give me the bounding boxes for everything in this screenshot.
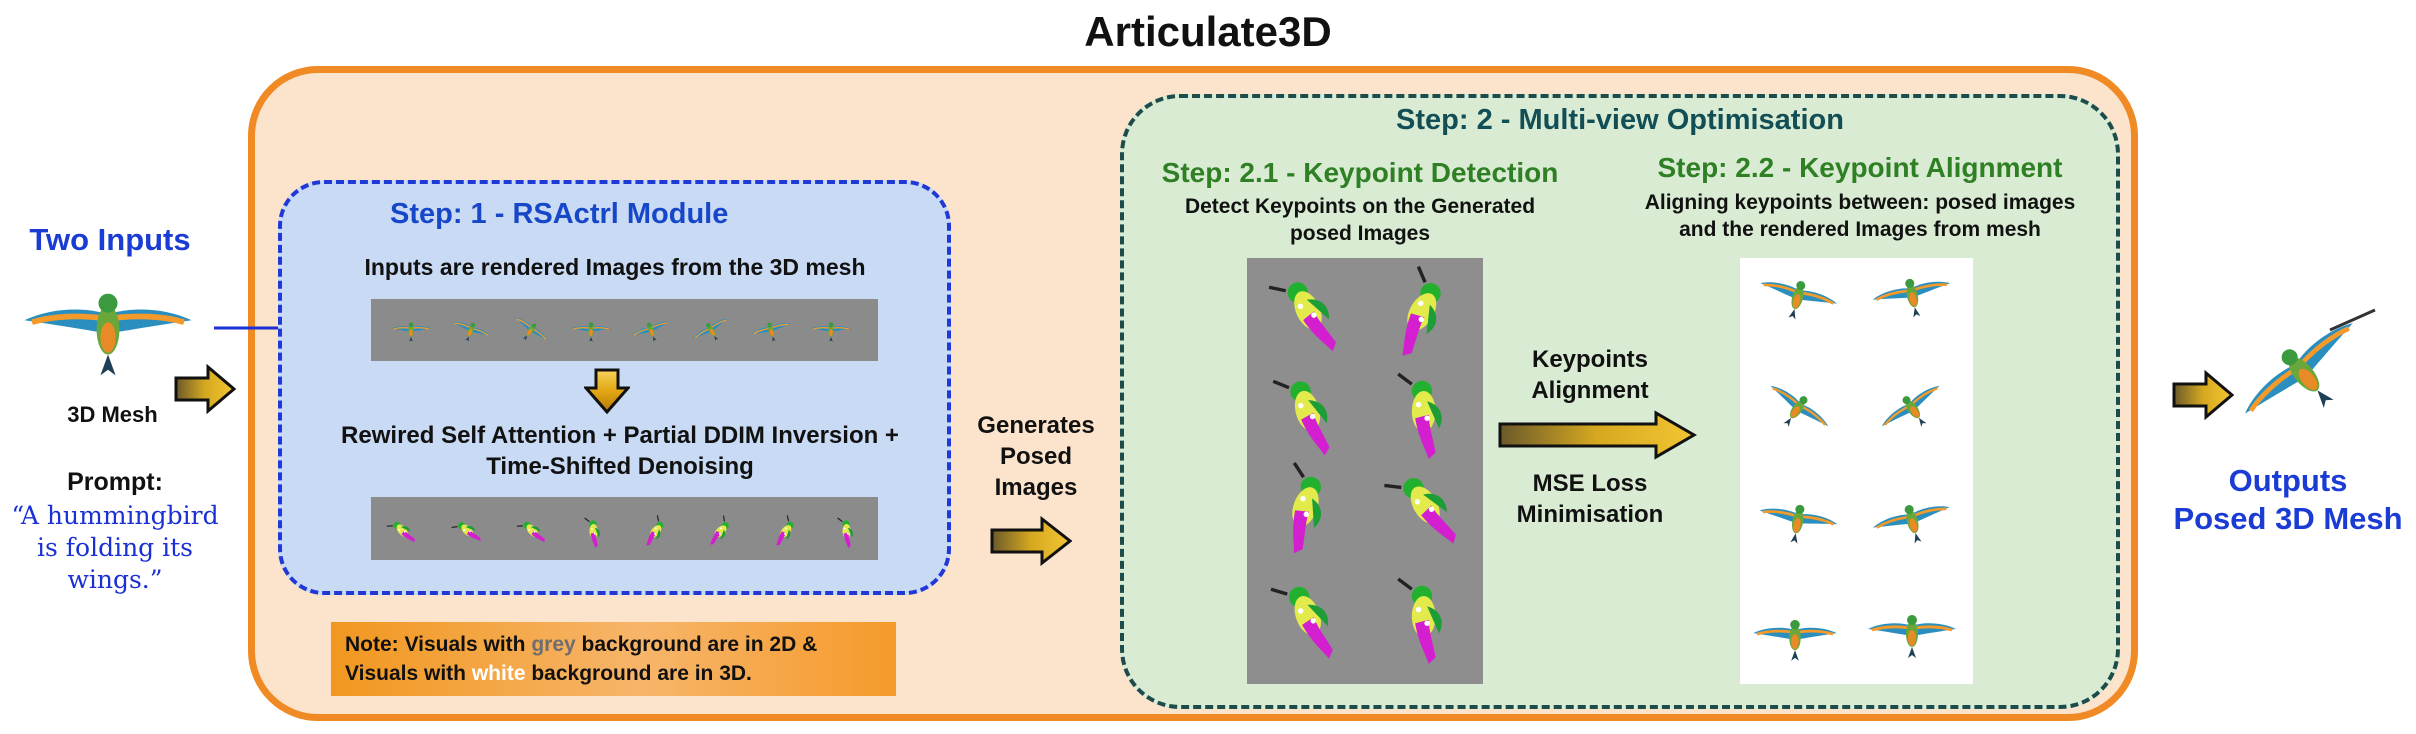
keypoint-alignment-images bbox=[1740, 258, 1973, 684]
prompt-line: is folding its bbox=[37, 533, 193, 562]
outputs-label: Outputs Posed 3D Mesh bbox=[2160, 462, 2416, 538]
prompt-line: wings.” bbox=[67, 565, 163, 594]
right-arrow-icon bbox=[174, 364, 236, 414]
aligned-mesh-views-icon bbox=[1751, 269, 1958, 663]
loss-line: Minimisation bbox=[1516, 501, 1664, 528]
prompt-line: “A hummingbird bbox=[11, 501, 219, 530]
note-text: Note: Visuals with bbox=[345, 633, 532, 656]
posed-views-icon bbox=[386, 514, 854, 550]
step1-method: Rewired Self Attention + Partial DDIM In… bbox=[300, 420, 940, 482]
note-text: Visuals with bbox=[345, 662, 472, 685]
detected-poses-icon bbox=[1263, 264, 1467, 671]
generates-line: Posed bbox=[999, 443, 1073, 470]
right-arrow-icon bbox=[990, 516, 1072, 566]
down-arrow-icon bbox=[584, 368, 630, 414]
prompt-label: Prompt: bbox=[67, 468, 163, 496]
generates-line: Images bbox=[994, 474, 1078, 501]
step2-2-caption: Aligning keypoints between: posed images… bbox=[1600, 189, 2120, 243]
outputs-line: Outputs bbox=[2228, 463, 2348, 498]
loss-line: MSE Loss bbox=[1532, 470, 1648, 497]
generates-label: Generates Posed Images bbox=[958, 410, 1114, 503]
alignment-label: Keypoints Alignment bbox=[1490, 344, 1690, 406]
generates-line: Generates bbox=[977, 412, 1095, 439]
mesh-label: 3D Mesh bbox=[67, 402, 158, 427]
diagram-title: Articulate3D bbox=[1084, 8, 1332, 55]
input-mesh-hummingbird-icon bbox=[18, 286, 198, 396]
right-arrow-icon bbox=[2172, 370, 2234, 420]
note-grey-word: grey bbox=[531, 633, 576, 656]
alignment-line: Keypoints bbox=[1531, 346, 1648, 373]
output-posed-hummingbird-icon bbox=[2230, 300, 2380, 450]
note-text: background are in 3D. bbox=[525, 662, 752, 685]
posed-images-strip bbox=[371, 497, 878, 560]
keypoint-detection-images bbox=[1247, 258, 1483, 684]
caption-line: Aligning keypoints between: posed images bbox=[1644, 191, 2076, 214]
rendered-images-strip bbox=[371, 299, 878, 361]
step2-title: Step: 2 - Multi-view Optimisation bbox=[1396, 104, 1844, 136]
legend-note: Note: Visuals with grey background are i… bbox=[331, 622, 896, 696]
step2-1-title: Step: 2.1 - Keypoint Detection bbox=[1161, 157, 1559, 188]
alignment-line: Alignment bbox=[1531, 377, 1649, 404]
caption-line: and the rendered Images from mesh bbox=[1679, 218, 2041, 241]
step2-2-title: Step: 2.2 - Keypoint Alignment bbox=[1657, 152, 2063, 183]
rendered-views-icon bbox=[390, 311, 852, 352]
right-arrow-icon bbox=[1498, 410, 1697, 460]
note-white-word: white bbox=[471, 662, 526, 685]
prompt-text: “A hummingbird is folding its wings.” bbox=[0, 500, 230, 596]
inputs-heading: Two Inputs bbox=[29, 222, 191, 257]
step2-1-caption: Detect Keypoints on the Generated posed … bbox=[1130, 193, 1590, 247]
method-line: Rewired Self Attention + Partial DDIM In… bbox=[341, 422, 899, 449]
method-line: Time-Shifted Denoising bbox=[486, 453, 754, 480]
note-text: background are in 2D & bbox=[575, 633, 818, 656]
outputs-line: Posed 3D Mesh bbox=[2173, 501, 2403, 536]
step1-caption: Inputs are rendered Images from the 3D m… bbox=[364, 254, 866, 280]
caption-line: posed Images bbox=[1289, 222, 1431, 245]
caption-line: Detect Keypoints on the Generated bbox=[1184, 195, 1536, 218]
step1-title: Step: 1 - RSActrl Module bbox=[390, 198, 729, 230]
loss-label: MSE Loss Minimisation bbox=[1490, 468, 1690, 530]
